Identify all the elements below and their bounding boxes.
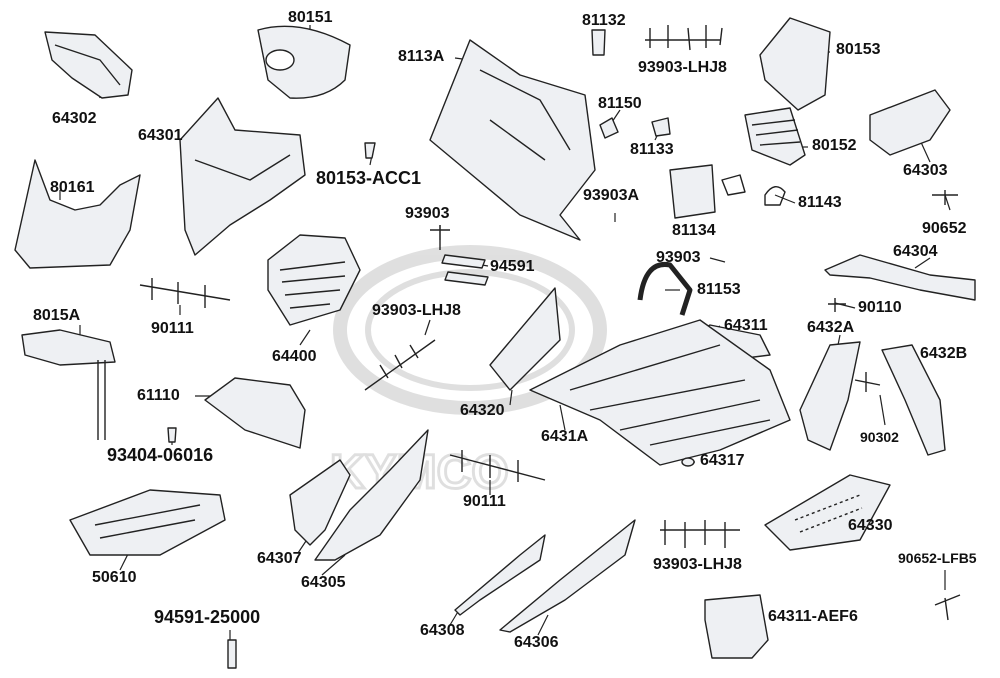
label-6431A: 6431A: [541, 428, 589, 445]
label-64301: 64301: [138, 127, 183, 144]
part-80161-shape: [14, 159, 141, 269]
label-93903-LHJ8-top: 93903-LHJ8: [638, 59, 727, 76]
label-64306: 64306: [514, 634, 559, 651]
part-64302-shape: [44, 31, 133, 99]
label-93903-b: 93903: [656, 249, 701, 266]
label-81132: 81132: [582, 12, 626, 29]
label-80153-ACC1: 80153-ACC1: [316, 168, 422, 188]
label-81153: 81153: [697, 281, 741, 298]
label-64304: 64304: [893, 243, 938, 260]
part-8015A-shape: [21, 329, 116, 366]
label-81133: 81133: [630, 141, 674, 158]
part-64307-shape: [289, 459, 351, 546]
part-64304-shape: [824, 254, 976, 301]
part-81133-shape: [651, 117, 671, 137]
part-81143-clip: [721, 174, 746, 196]
label-64320: 64320: [460, 402, 505, 419]
label-80152: 80152: [812, 137, 857, 154]
part-90652-shape: [932, 190, 958, 205]
part-94591-strip-a: [441, 254, 486, 269]
part-64306-shape: [499, 519, 636, 633]
label-93404-06016: 93404-06016: [107, 445, 214, 465]
part-64330-shape: [764, 474, 891, 551]
label-64317: 64317: [700, 452, 745, 469]
part-93903-screw: [430, 225, 450, 250]
label-50610: 50610: [92, 569, 137, 586]
label-64307: 64307: [257, 550, 302, 567]
label-90110: 90110: [858, 299, 902, 316]
label-93903-a: 93903: [405, 205, 450, 222]
part-64400-shape: [267, 234, 361, 326]
part-64303-shape: [869, 89, 951, 156]
label-64311: 64311: [724, 317, 768, 334]
part-80153-ACC1-shape: [364, 142, 376, 159]
part-64301-shape: [179, 97, 306, 256]
label-64400: 64400: [272, 348, 317, 365]
label-64305: 64305: [301, 574, 346, 591]
fasteners-90111-a: [139, 278, 231, 308]
label-81143: 81143: [798, 194, 842, 211]
fasteners-top: [645, 25, 723, 51]
label-8113A: 8113A: [398, 48, 445, 65]
fasteners-90111-b: [449, 450, 546, 482]
fasteners-bottom: [660, 520, 740, 548]
label-64308: 64308: [420, 622, 465, 639]
label-6432B: 6432B: [920, 345, 968, 362]
label-90652: 90652: [922, 220, 967, 237]
label-90302: 90302: [860, 429, 899, 445]
part-64311-AEF6-shape: [704, 594, 769, 659]
label-61110: 61110: [137, 387, 180, 404]
part-81153-shape: [637, 261, 693, 316]
part-64305-shape: [314, 429, 429, 561]
part-80153-shape: [759, 17, 831, 111]
label-64302: 64302: [52, 110, 97, 127]
part-80151-shape: [257, 25, 351, 99]
label-81150: 81150: [598, 95, 642, 112]
part-6432A-shape: [799, 341, 861, 451]
part-94591-strip-b: [444, 271, 489, 286]
part-64317-shape: [681, 457, 695, 467]
label-64303: 64303: [903, 162, 948, 179]
label-93903A: 93903A: [583, 187, 640, 204]
label-64330: 64330: [848, 517, 893, 534]
part-94591-25000-shape: [227, 639, 237, 669]
fasteners-mid: [364, 339, 436, 391]
label-8015A: 8015A: [33, 307, 81, 324]
label-94591: 94591: [490, 258, 535, 275]
label-64311-AEF6: 64311-AEF6: [768, 608, 858, 625]
label-80161: 80161: [50, 179, 95, 196]
label-90652-LFB5: 90652-LFB5: [898, 550, 977, 566]
label-90111-a: 90111: [151, 320, 194, 337]
part-8113A-shape: [429, 39, 596, 241]
part-64308-shape: [454, 534, 546, 616]
label-93903-LHJ8-mid: 93903-LHJ8: [372, 302, 461, 319]
part-81150-shape: [599, 117, 619, 139]
part-6432B-shape: [881, 344, 946, 456]
label-6432A: 6432A: [807, 319, 855, 336]
label-90111-b: 90111: [463, 493, 506, 510]
label-80153: 80153: [836, 41, 881, 58]
part-50610-shape: [69, 489, 226, 556]
part-64320-shape: [489, 287, 561, 391]
label-80151: 80151: [288, 9, 333, 26]
part-80152-shape: [744, 107, 806, 166]
label-93903-LHJ8-bot: 93903-LHJ8: [653, 556, 742, 573]
part-61110-shape: [204, 377, 306, 449]
part-81132-shape: [591, 29, 606, 56]
part-illustrations: [14, 17, 976, 669]
label-94591-25000: 94591-25000: [154, 607, 261, 627]
part-81134-shape: [669, 164, 716, 219]
label-81134: 81134: [672, 222, 716, 239]
